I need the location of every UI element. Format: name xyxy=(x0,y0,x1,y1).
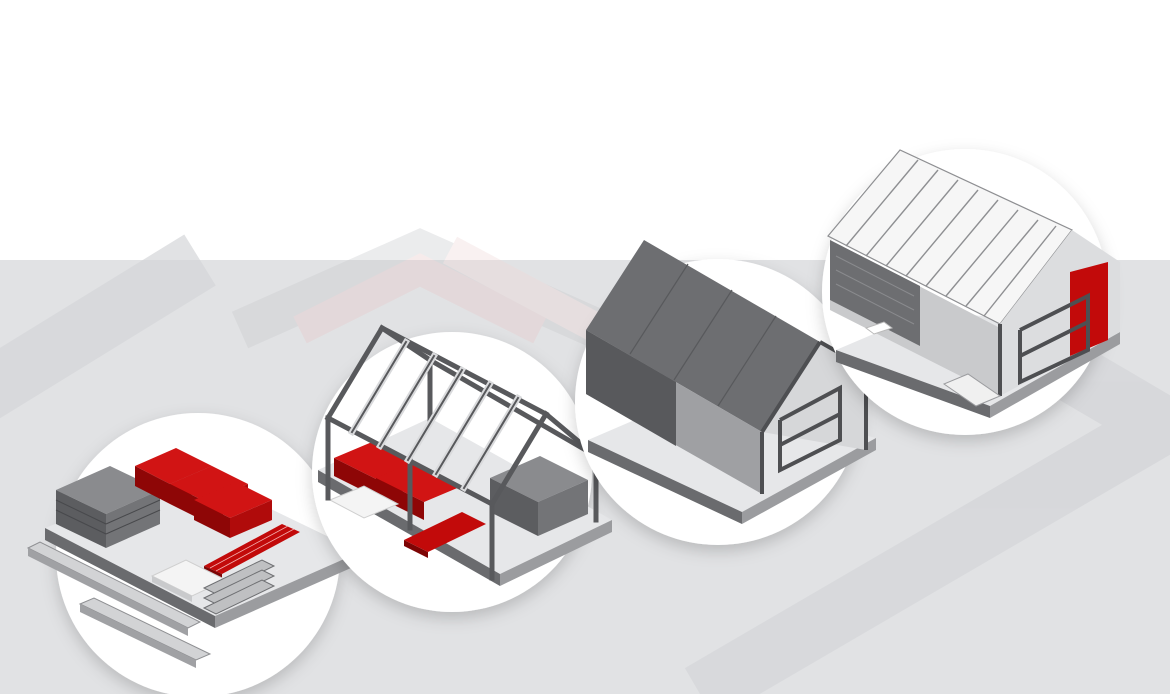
steel-frame-icon xyxy=(324,324,600,581)
steel-bar-bundle-icon xyxy=(26,541,276,668)
stage-materials xyxy=(26,413,360,694)
finished-house-icon xyxy=(827,149,1120,407)
entry-steps-icon xyxy=(942,373,1002,407)
red-panel-stack-icon xyxy=(135,448,272,538)
stage-finished xyxy=(822,149,1120,435)
stage-shell xyxy=(575,240,876,545)
grey-panel-stack-icon xyxy=(55,466,161,548)
red-panel-stack-icon xyxy=(334,442,486,558)
white-sheet-stack-icon xyxy=(328,485,400,519)
house-logo-watermark-icon xyxy=(231,228,609,349)
stage-frame xyxy=(312,324,612,612)
enclosed-shell-icon xyxy=(586,240,868,494)
